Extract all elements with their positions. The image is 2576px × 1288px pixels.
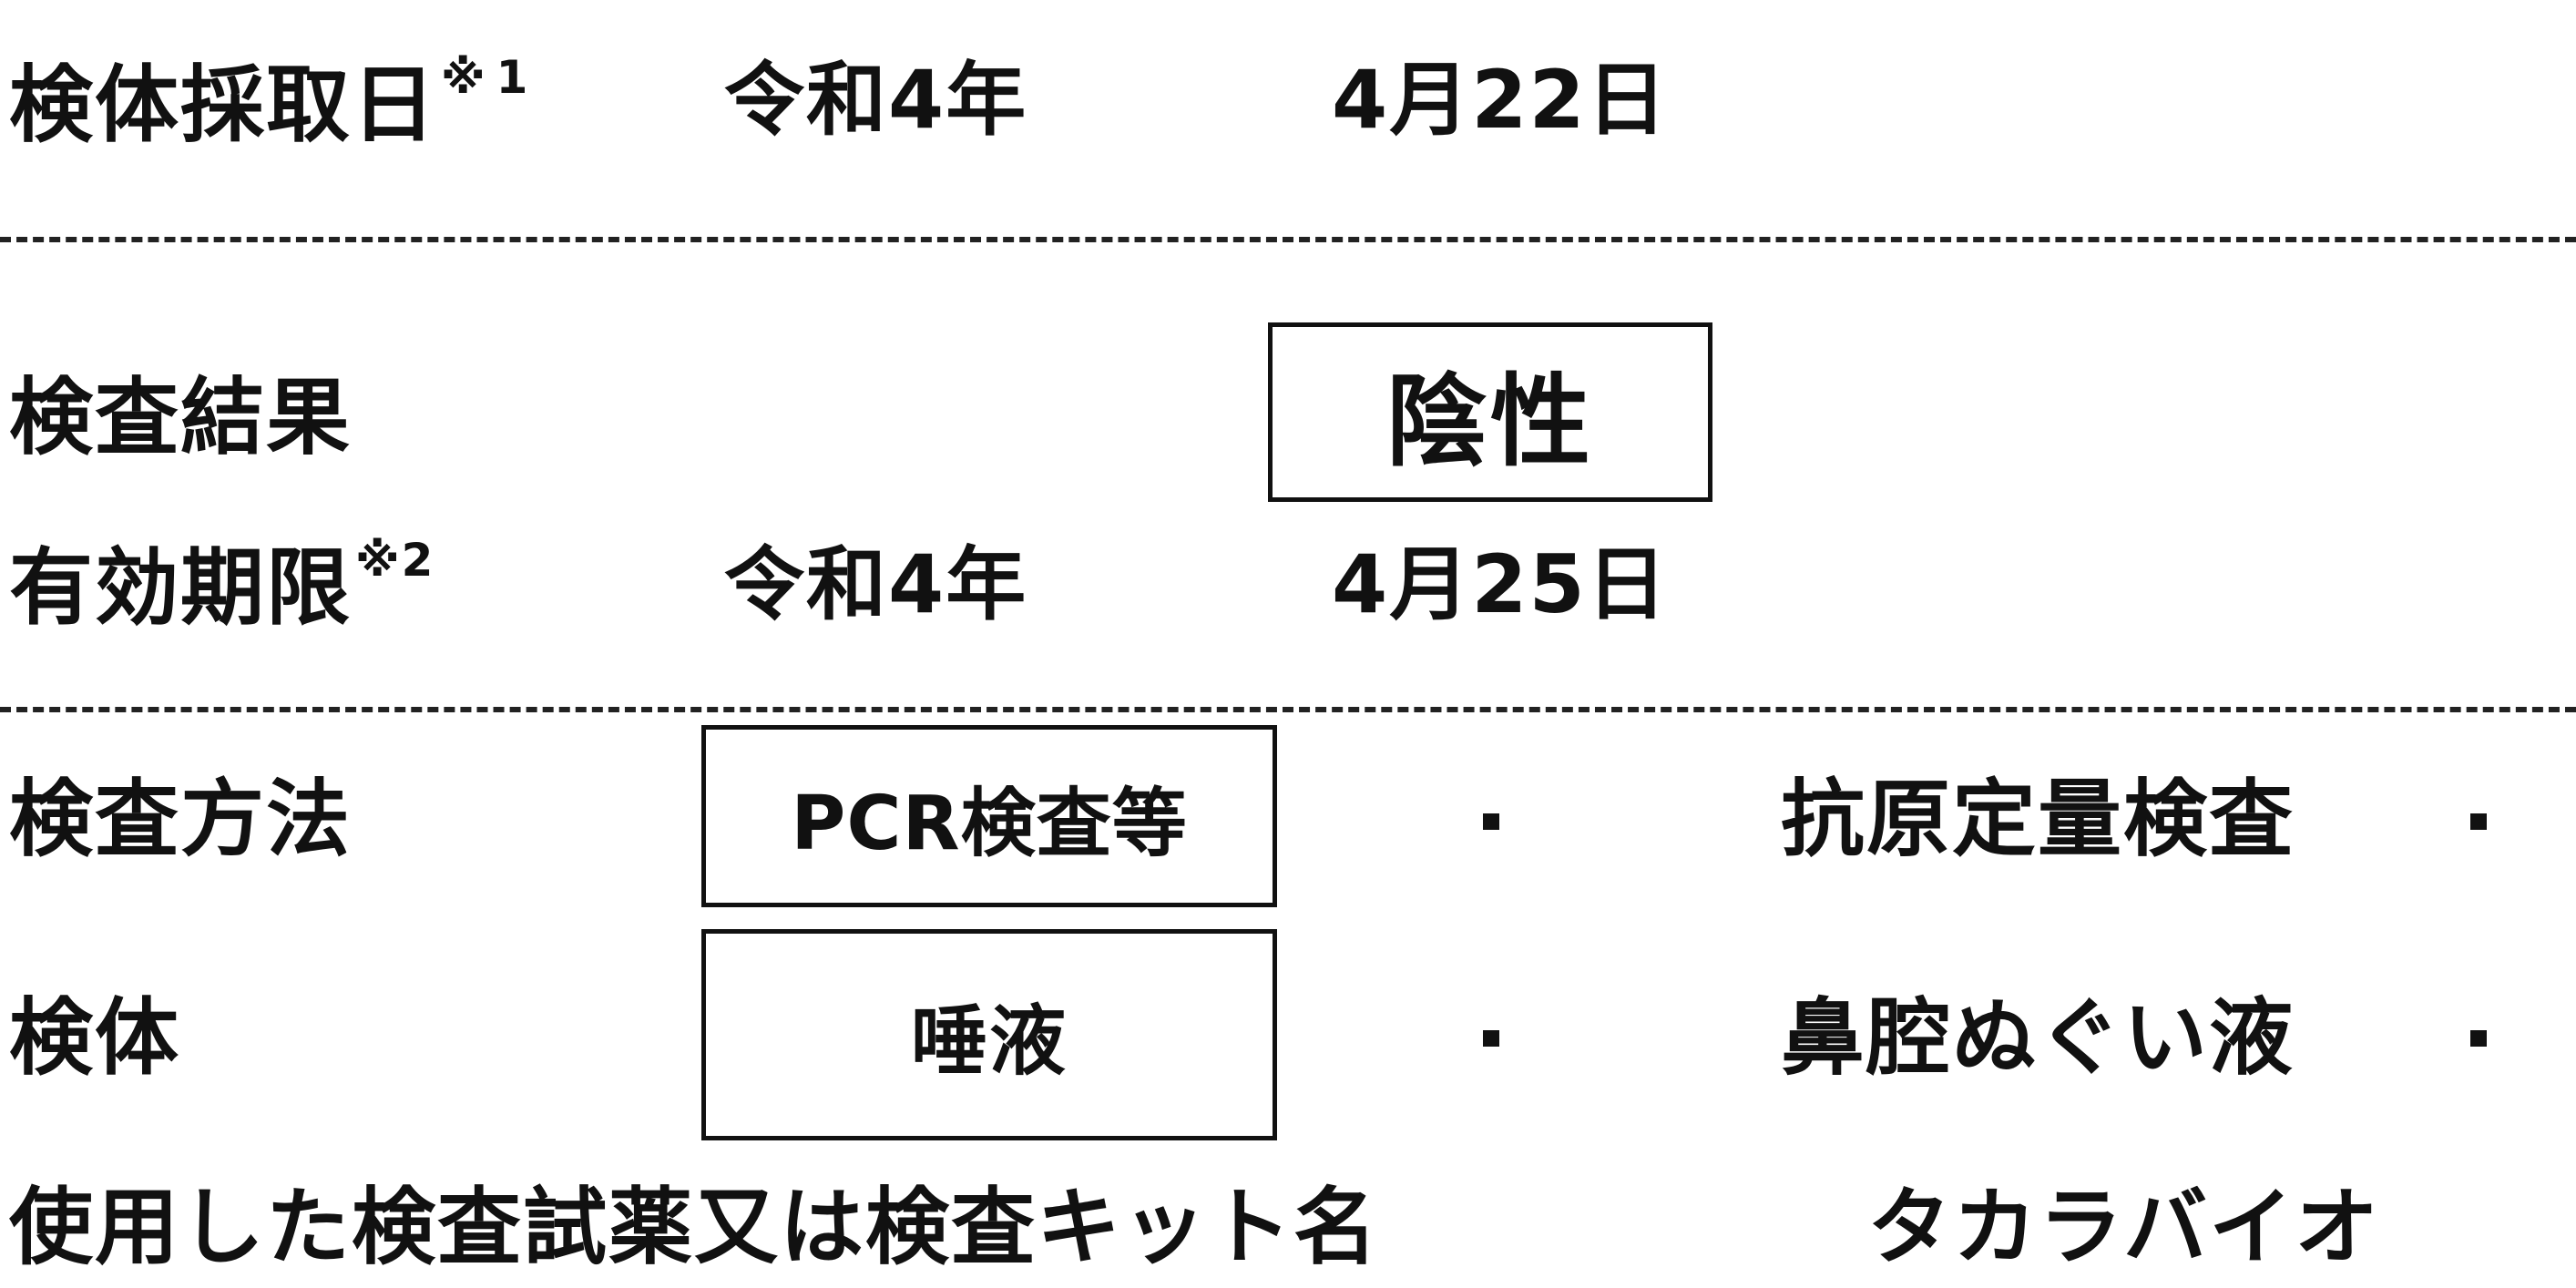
specimen-trailing-dot xyxy=(2470,1030,2487,1047)
method-option-antigen: 抗原定量検査 xyxy=(1781,771,2295,868)
method-trailing-dot xyxy=(2470,813,2487,830)
collection-date-footnote-number: 1 xyxy=(496,51,530,104)
specimen-option-saliva: 唾液 xyxy=(910,996,1068,1086)
specimen-label: 検体 xyxy=(9,989,181,1087)
result-value-box: 陰性 xyxy=(1268,322,1712,502)
collection-date-footnote: ※1 xyxy=(441,55,529,100)
collection-date-month-day: 4月22日 xyxy=(1332,53,1669,147)
specimen-option-nasal: 鼻腔ぬぐい液 xyxy=(1781,989,2295,1087)
kit-name: タカラバイオ xyxy=(1867,1179,2381,1276)
method-option-pcr: PCR検査等 xyxy=(791,780,1188,867)
divider-bottom xyxy=(0,707,2576,712)
specimen-option-saliva-box: 唾液 xyxy=(701,929,1277,1140)
collection-date-era-year: 令和4年 xyxy=(724,53,1028,147)
validity-month-day: 4月25日 xyxy=(1332,537,1669,631)
result-value: 陰性 xyxy=(1386,363,1594,480)
method-label: 検査方法 xyxy=(9,771,353,868)
kit-label: 使用した検査試薬又は検査キット名 xyxy=(9,1179,1380,1276)
validity-label: 有効期限 ※2 xyxy=(9,537,434,637)
divider-top xyxy=(0,237,2576,242)
validity-footnote: ※2 xyxy=(355,534,435,587)
collection-date-label-text: 検体採取日 xyxy=(9,56,438,154)
validity-era-year: 令和4年 xyxy=(724,537,1028,631)
method-option-pcr-box: PCR検査等 xyxy=(701,725,1277,907)
collection-date-footnote-mark: ※ xyxy=(441,51,487,104)
validity-label-text: 有効期限 xyxy=(9,539,353,637)
collection-date-label: 検体採取日 ※1 xyxy=(9,55,529,154)
specimen-separator-dot xyxy=(1483,1030,1499,1047)
method-separator-dot xyxy=(1483,813,1499,830)
result-label: 検査結果 xyxy=(9,369,353,466)
